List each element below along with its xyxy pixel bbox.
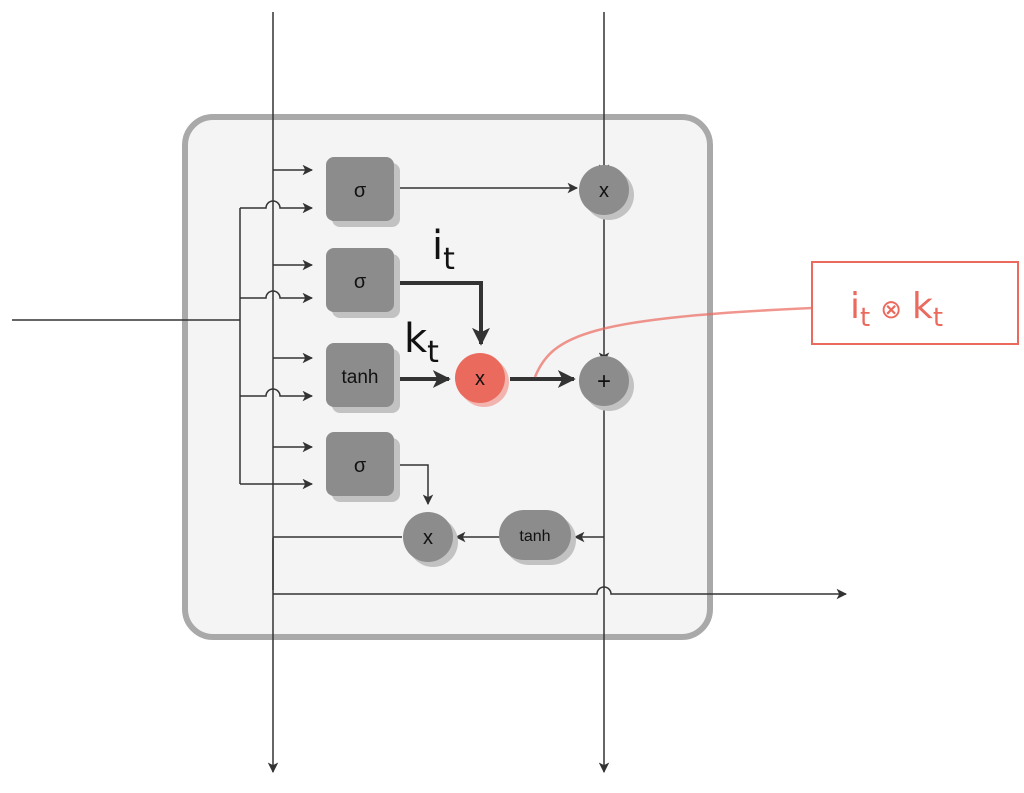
op-input-multiply-label: x	[475, 368, 485, 390]
op-cell-tanh-label: tanh	[519, 528, 550, 545]
connections-thin	[12, 12, 848, 774]
op-cell-add-label: +	[597, 368, 611, 395]
gate-input-label: σ	[354, 271, 367, 293]
op-output-multiply: x	[403, 512, 458, 567]
gate-input: σ	[326, 248, 400, 318]
op-output-multiply-label: x	[423, 527, 433, 549]
callout-connector	[533, 306, 813, 378]
gate-candidate-label: tanh	[342, 367, 379, 388]
gate-output-label: σ	[354, 455, 367, 477]
output-gate-to-multiply	[398, 464, 434, 506]
gate-forget-label: σ	[354, 180, 367, 202]
op-cell-add: +	[579, 356, 634, 411]
label-candidate: kt	[404, 316, 439, 370]
hidden-right-output	[273, 586, 848, 600]
op-forget-multiply: x	[579, 165, 634, 220]
x-branch-forget	[240, 200, 314, 214]
input-gate-to-multiply	[398, 281, 490, 346]
gate-forget: σ	[326, 157, 400, 227]
gate-output: σ	[326, 432, 400, 502]
x-branch-input	[240, 290, 314, 304]
callout-box: it⊗kt	[811, 261, 1019, 345]
x-branch-candidate	[240, 388, 314, 402]
op-input-multiply: x	[455, 353, 509, 407]
label-input-gate: it	[432, 223, 455, 277]
connections-thick	[398, 281, 576, 388]
op-cell-tanh: tanh	[499, 510, 576, 565]
gate-candidate: tanh	[326, 343, 400, 413]
op-forget-multiply-label: x	[599, 180, 609, 202]
callout-formula: it⊗kt	[850, 286, 943, 333]
